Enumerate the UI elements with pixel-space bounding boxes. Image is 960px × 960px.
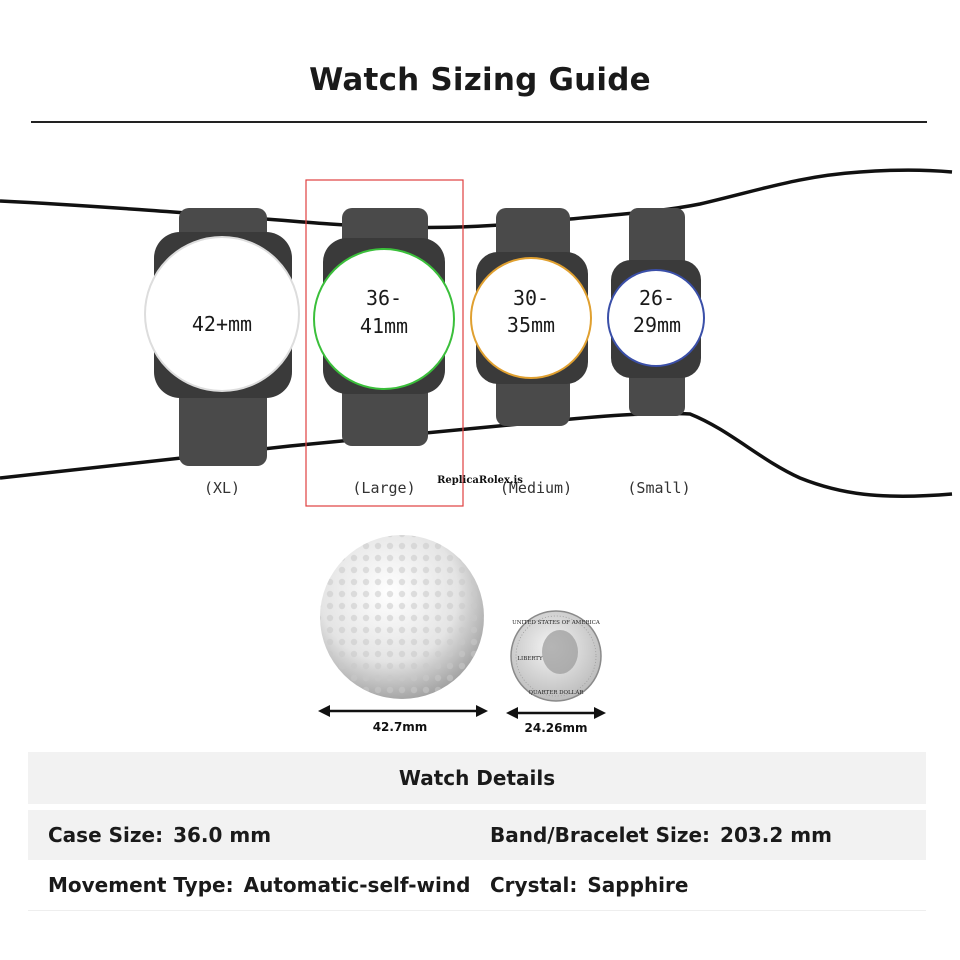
coin-measure-arrow	[506, 707, 606, 719]
details-row-2: Movement Type: Automatic-self-wind Crysta…	[28, 860, 926, 911]
details-row-1: Case Size: 36.0 mm Band/Bracelet Size: 203…	[28, 810, 926, 860]
selected-size-highlight	[305, 179, 464, 507]
watch-size-label: (XL)	[204, 479, 240, 497]
watermark: ReplicaRolex.is	[437, 475, 523, 486]
watch-details-heading: Watch Details	[28, 752, 926, 804]
watch-size-label: (Large)	[352, 479, 415, 497]
quarter-coin: UNITED STATES OF AMERICA LIBERTY QUARTER…	[510, 610, 602, 702]
golf-ball-measure-label: 42.7mm	[373, 720, 428, 734]
movement-value: Automatic-self-wind	[243, 873, 471, 897]
watch-medium: 30- 35mm (Medium)	[470, 208, 592, 497]
watch-size-text: 41mm	[360, 314, 408, 338]
movement-cell: Movement Type: Automatic-self-wind	[48, 860, 470, 910]
coin-measure-label: 24.26mm	[525, 721, 588, 735]
watch-xl: 42+mm (XL)	[144, 208, 300, 497]
watch-small: 26- 29mm (Small)	[607, 208, 705, 497]
movement-label: Movement Type:	[48, 873, 234, 897]
band-size-label: Band/Bracelet Size:	[490, 823, 711, 847]
watch-dial	[607, 269, 705, 367]
golf-ball-measure-arrow	[318, 705, 488, 717]
wrist-top-outline	[0, 168, 953, 230]
watch-size-text: 35mm	[507, 313, 555, 337]
band-size-value: 203.2 mm	[720, 823, 832, 847]
watch-dial	[470, 257, 592, 379]
watch-dial	[313, 248, 455, 390]
crystal-cell: Crystal: Sapphire	[490, 860, 688, 910]
watch-size-text: 26-	[639, 286, 675, 310]
crystal-label: Crystal:	[490, 873, 578, 897]
title-divider	[31, 121, 927, 123]
watch-size-text: 36-	[366, 286, 402, 310]
case-size-cell: Case Size: 36.0 mm	[48, 810, 271, 860]
golf-ball	[320, 535, 484, 699]
watch-size-label: (Small)	[627, 479, 690, 497]
case-size-label: Case Size:	[48, 823, 164, 847]
crystal-value: Sapphire	[587, 873, 689, 897]
coin-side-text: LIBERTY	[517, 656, 543, 662]
watch-size-text: 29mm	[633, 313, 681, 337]
case-size-value: 36.0 mm	[173, 823, 272, 847]
coin-bottom-text: QUARTER DOLLAR	[529, 690, 585, 696]
band-size-cell: Band/Bracelet Size: 203.2 mm	[490, 810, 832, 860]
watch-dial	[144, 236, 300, 392]
watch-size-text: 42+mm	[192, 312, 252, 336]
watch-large: 36- 41mm (Large)	[313, 208, 455, 497]
watch-size-text: 30-	[513, 286, 549, 310]
watch-size-label: (Medium)	[500, 479, 572, 497]
coin-top-text: UNITED STATES OF AMERICA	[512, 620, 601, 626]
page-title: Watch Sizing Guide	[309, 62, 651, 98]
